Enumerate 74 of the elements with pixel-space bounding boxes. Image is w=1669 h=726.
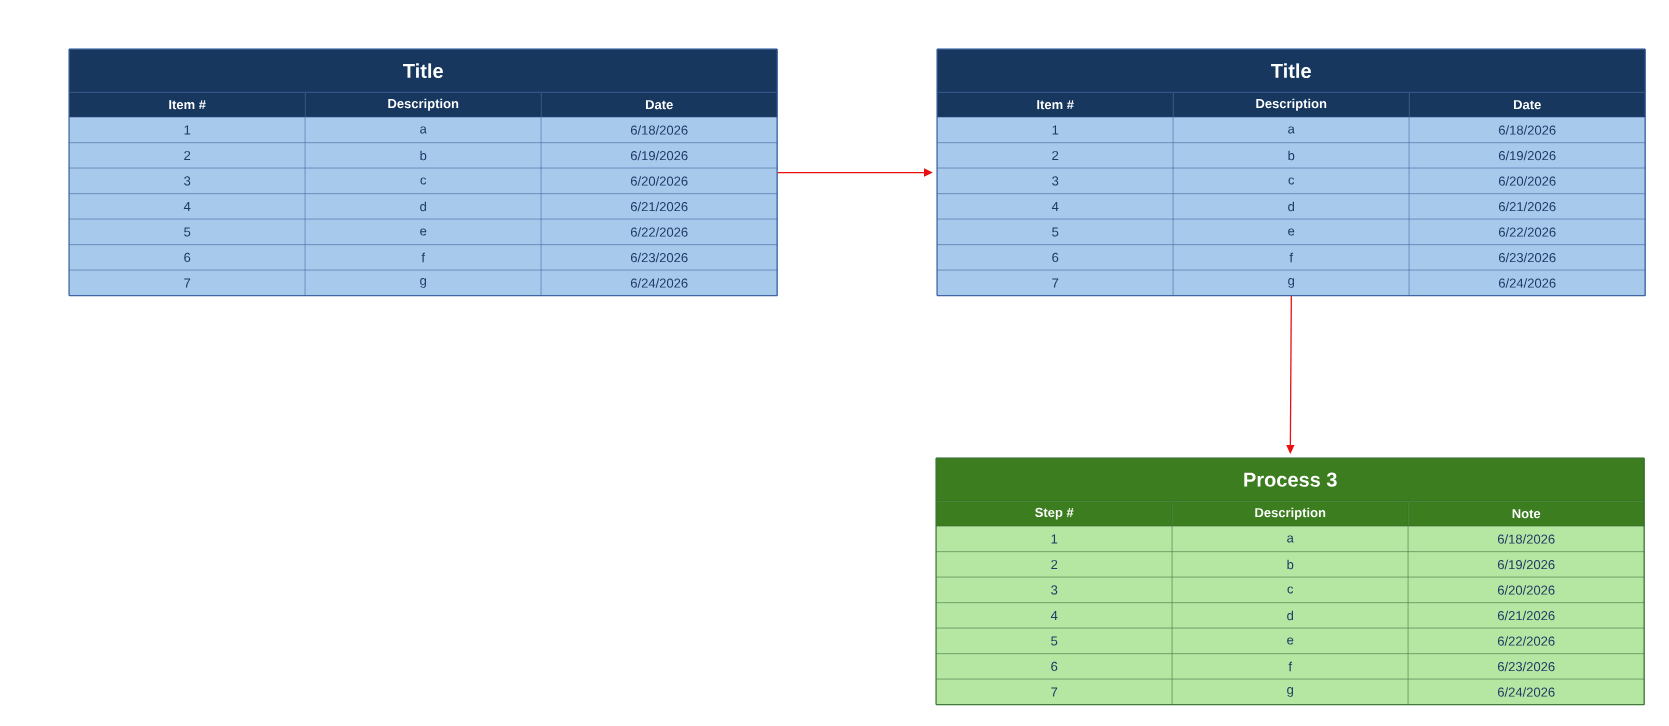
arrow [1286,295,1295,454]
table-cell: d [1172,602,1409,629]
table-cell: f [1172,653,1409,680]
table-cell: 6/21/2026 [541,193,778,220]
table-cell: 4 [937,193,1174,220]
table-cell: g [305,270,542,296]
header-cell: Description [305,92,542,118]
table-cell: 1 [69,117,306,143]
table-cell: 7 [936,679,1173,705]
table-cell: 7 [69,270,306,296]
table-cell: d [305,193,542,220]
table-cell: 5 [69,219,306,245]
table-cell: a [305,117,542,143]
table-cell: 6/23/2026 [1409,244,1646,271]
table-cell: 6/24/2026 [1409,270,1646,296]
table-cell: b [305,142,542,169]
table-cell: 2 [937,142,1174,169]
table-cell: 6/24/2026 [541,270,778,296]
header-cell: Date [1409,92,1646,118]
table-cell: e [1173,219,1410,245]
header-cell: Description [1172,501,1409,527]
header-cell: Note [1408,501,1645,527]
table-cell: 2 [936,551,1173,578]
table-cell: b [1173,142,1410,169]
table-cell: 6/19/2026 [1409,142,1646,169]
table-cell: 1 [937,117,1174,143]
header-cell: Date [541,92,778,118]
table-cell: 6 [69,244,306,271]
table-cell: 3 [937,168,1174,194]
table-cell: 4 [69,193,306,220]
table-cell: 5 [937,219,1174,245]
table-cell: c [1172,577,1409,603]
table-cell: e [1172,628,1409,654]
table-cell: 6 [937,244,1174,271]
table-cell: f [1173,244,1410,271]
table-cell: 6/20/2026 [541,168,778,194]
arrow [776,168,933,177]
table-cell: 6/20/2026 [1408,577,1645,603]
header-cell: Item # [937,92,1174,118]
table-cell: 1 [936,526,1173,552]
table-cell: 6/23/2026 [1408,653,1645,680]
table-cell: 6/23/2026 [541,244,778,271]
table-cell: 4 [936,602,1173,629]
header-cell: Item # [69,92,306,118]
header-cell: Step # [936,501,1173,527]
table-cell: 3 [936,577,1173,603]
table-cell: e [305,219,542,245]
table-cell: c [1173,168,1410,194]
table-cell: 3 [69,168,306,194]
table-cell: 5 [936,628,1173,654]
table-cell: g [1173,270,1410,296]
table-cell: b [1172,551,1409,578]
table-cell: 6/21/2026 [1409,193,1646,220]
table-cell: a [1172,526,1409,552]
table-cell: 6 [936,653,1173,680]
table-cell: 7 [937,270,1174,296]
table-cell: 6/24/2026 [1408,679,1645,705]
table-cell: f [305,244,542,271]
table-cell: g [1172,679,1409,705]
table-cell: 6/19/2026 [1408,551,1645,578]
table-cell: 6/19/2026 [541,142,778,169]
table-cell: 6/22/2026 [541,219,778,245]
table-cell: 6/18/2026 [541,117,778,143]
table-cell: a [1173,117,1410,143]
table-cell: 2 [69,142,306,169]
header-cell: Description [1173,92,1410,118]
table-cell: d [1173,193,1410,220]
table-cell: 6/18/2026 [1408,526,1645,552]
table-cell: c [305,168,542,194]
table-cell: 6/22/2026 [1409,219,1646,245]
table-cell: 6/18/2026 [1409,117,1646,143]
table-cell: 6/21/2026 [1408,602,1645,629]
table-cell: 6/20/2026 [1409,168,1646,194]
table-cell: 6/22/2026 [1408,628,1645,654]
